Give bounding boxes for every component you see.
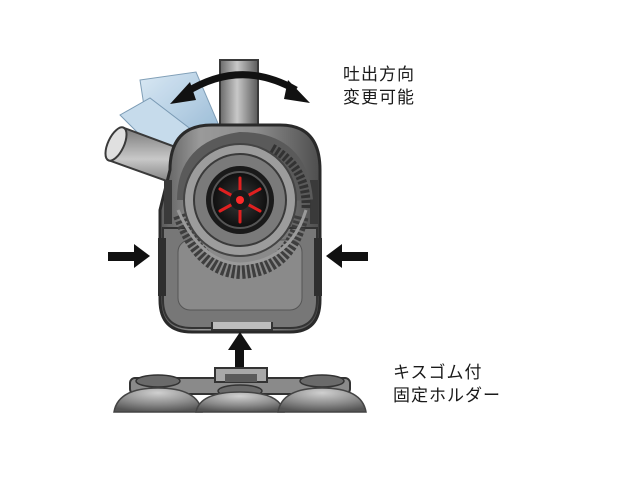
holder-caption: キスゴム付 固定ホルダー (393, 362, 501, 408)
squeeze-arrow-right (326, 244, 368, 268)
direction-caption-line2: 変更可能 (343, 88, 415, 108)
attach-arrow-up (228, 332, 252, 368)
direction-caption: 吐出方向 変更可能 (343, 64, 415, 110)
holder-caption-line2: 固定ホルダー (393, 386, 501, 406)
squeeze-arrow-left (108, 244, 150, 268)
direction-caption-line1: 吐出方向 (343, 65, 415, 85)
suction-cup-holder (129, 367, 351, 398)
rotation-arrow (170, 71, 310, 104)
holder-caption-line1: キスゴム付 (393, 363, 483, 383)
suction-cup-right (277, 387, 367, 413)
impeller (183, 143, 297, 257)
adjustment-dial-ring (173, 131, 313, 280)
